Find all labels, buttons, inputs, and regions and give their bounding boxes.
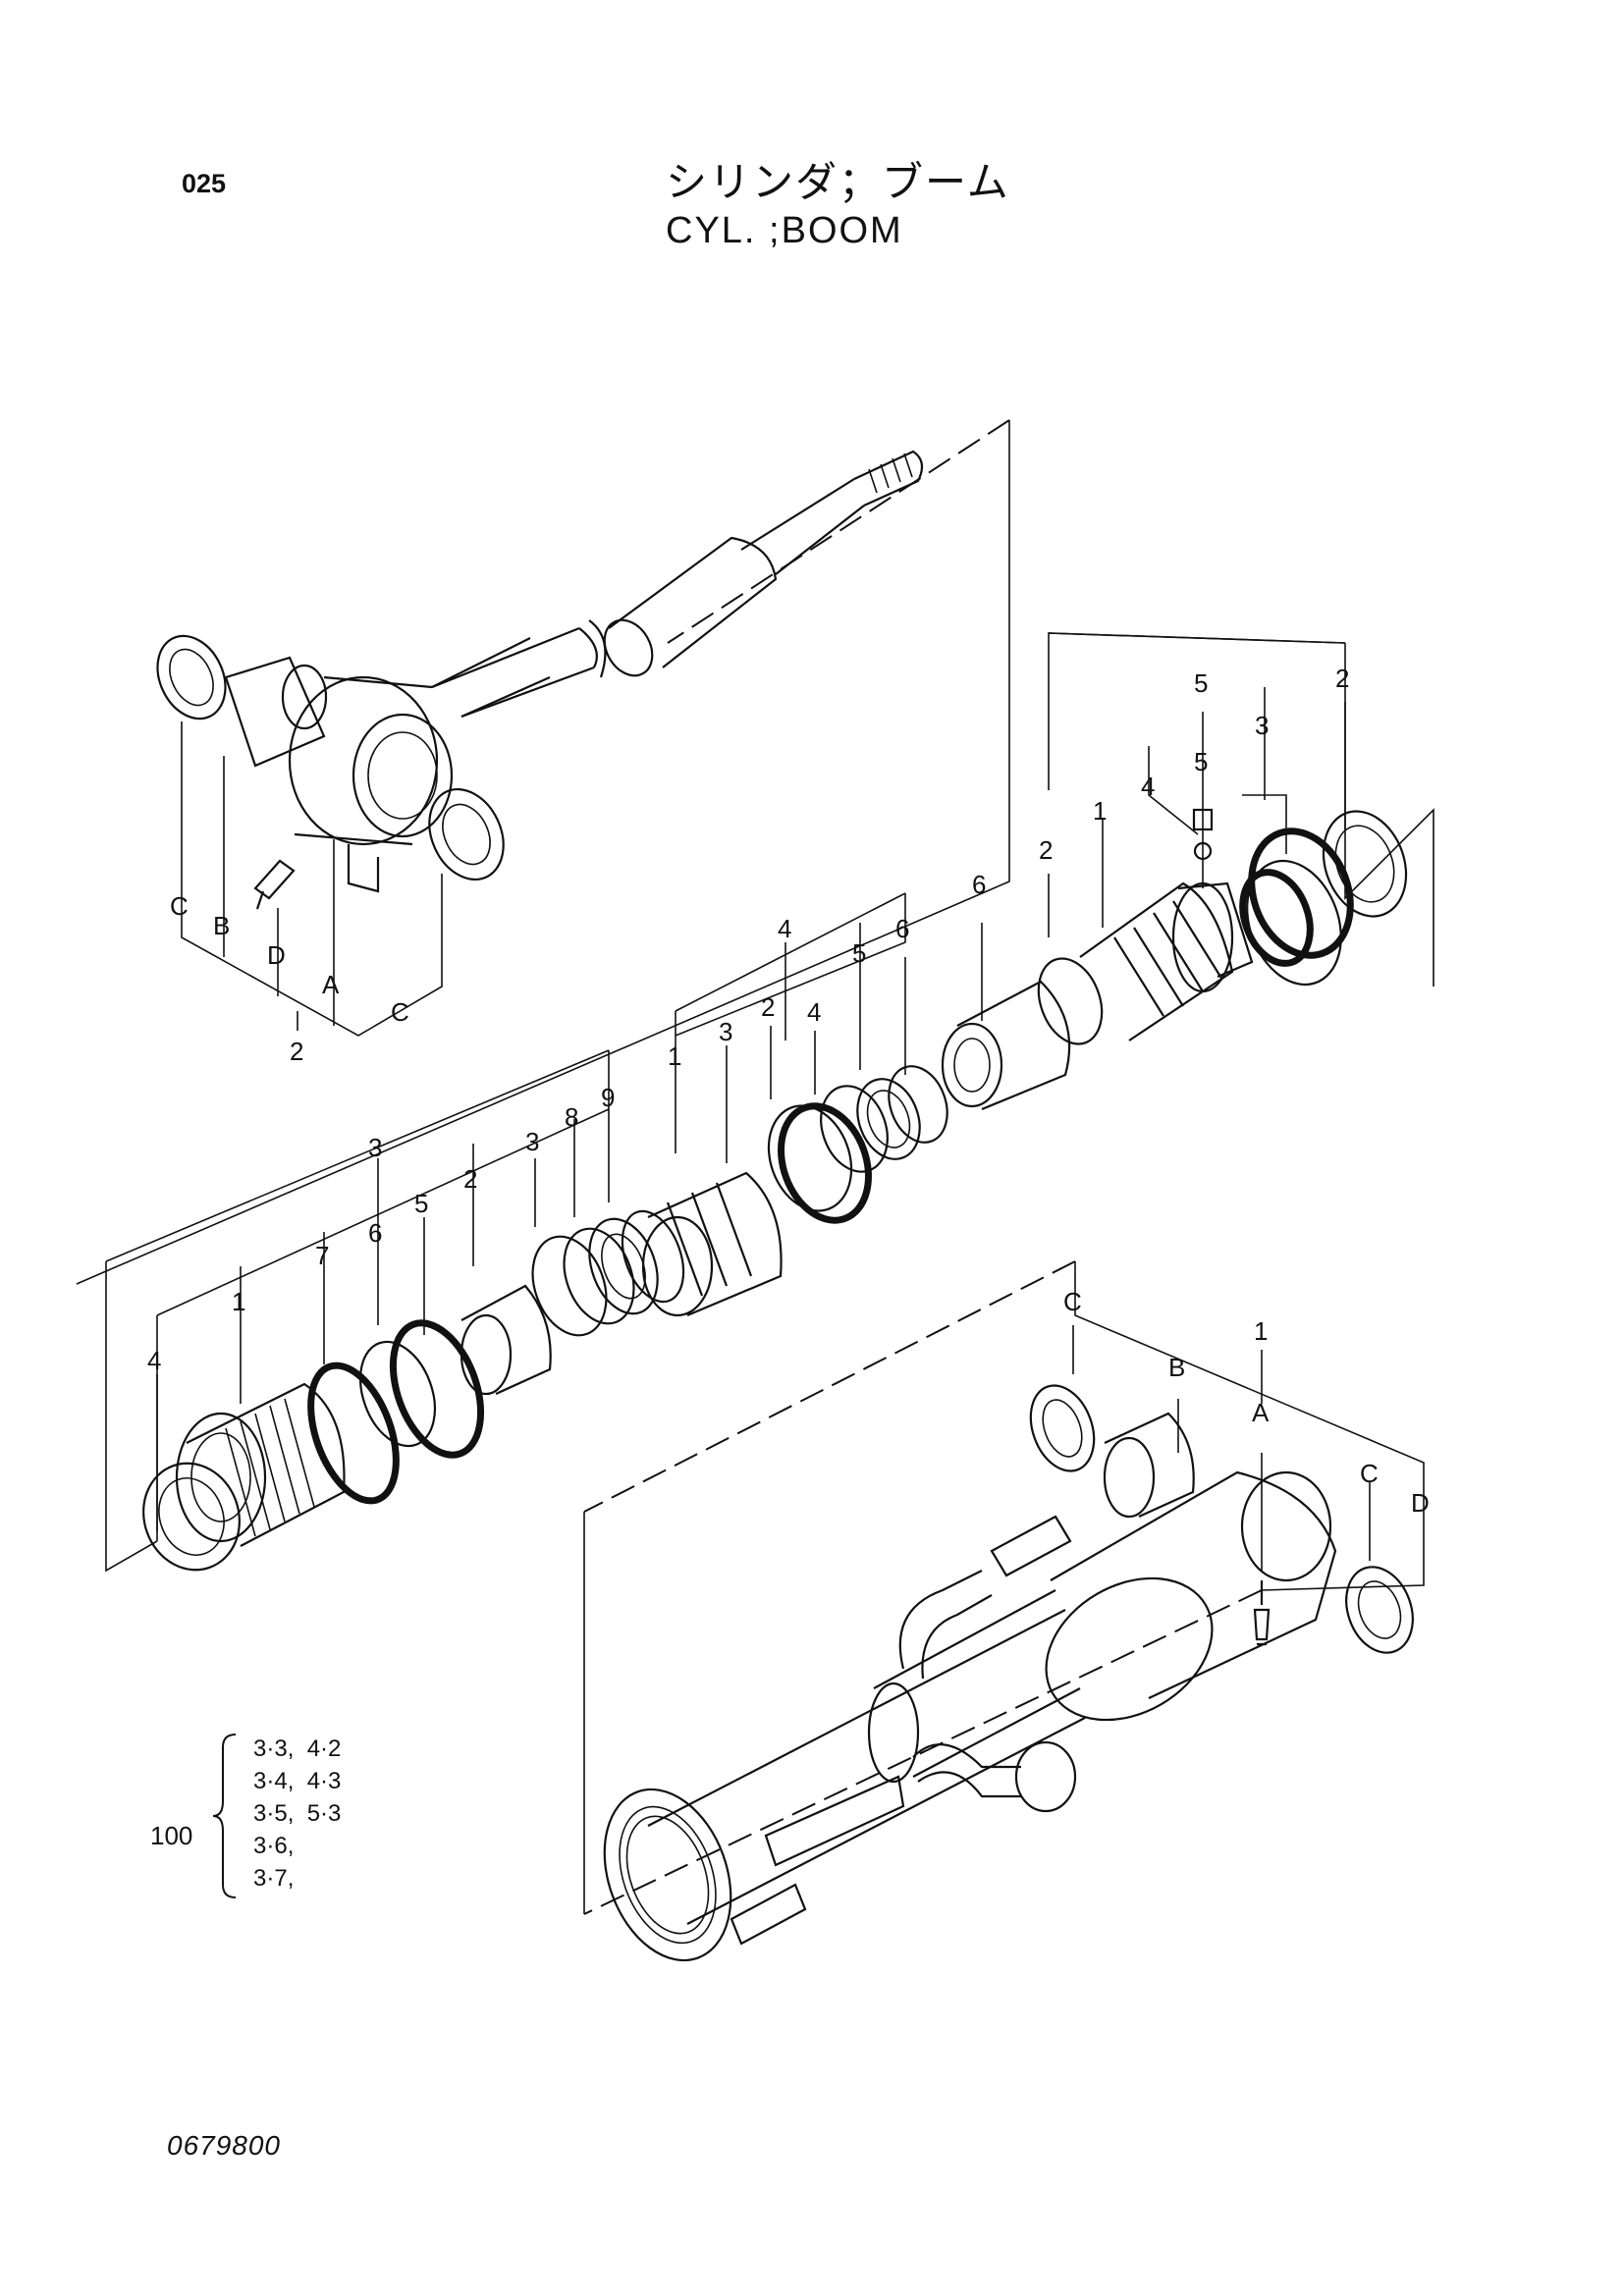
tube-label-1: 1	[1254, 1316, 1268, 1346]
title-english: CYL. ;BOOM	[666, 210, 903, 251]
rod-label-2: 2	[290, 1037, 303, 1066]
rod-label-B: B	[213, 911, 230, 940]
gland-label-5: 5	[852, 938, 866, 968]
head-label-6: 6	[368, 1218, 382, 1248]
gland-bushing-assembly	[641, 892, 948, 1317]
tube-label-D: D	[1411, 1488, 1430, 1518]
rod-label-C-left: C	[170, 891, 189, 921]
gland-label-3: 3	[719, 1017, 732, 1046]
gland-label-4: 4	[807, 997, 821, 1027]
seal-kit-list: 3·3, 4·2 3·4, 4·3 3·5, 5·3 3·6, 3·7,	[253, 1733, 341, 1895]
kit-brace	[212, 1734, 237, 1898]
piston-rod-assembly	[76, 419, 1010, 1285]
gland-label-6: 6	[895, 914, 909, 943]
tube-label-C-right: C	[1360, 1459, 1379, 1488]
piston-label-4: 4	[1141, 772, 1155, 801]
piston-label-3: 3	[1255, 711, 1269, 740]
gland-label-2: 2	[761, 992, 775, 1022]
tube-label-C-left: C	[1063, 1287, 1082, 1316]
piston-assembly	[941, 632, 1434, 1111]
head-label-3-top: 3	[368, 1133, 382, 1162]
gland-label-1: 1	[668, 1041, 681, 1071]
seal-kit-number: 100	[150, 1821, 193, 1850]
piston-label-5: 5	[1194, 747, 1208, 776]
rod-label-D: D	[267, 940, 286, 970]
title-japanese: シリンダ；ブーム	[666, 159, 1010, 205]
kit-item: 3·3, 4·2	[253, 1735, 342, 1762]
head-label-3: 3	[525, 1127, 539, 1156]
kit-item: 3·6,	[253, 1833, 295, 1859]
cylinder-head-assembly	[105, 1049, 685, 1573]
head-label-7: 7	[315, 1241, 329, 1270]
piston-label-1: 1	[1093, 796, 1107, 826]
gland-label-4-top: 4	[778, 914, 791, 943]
head-label-9: 9	[601, 1083, 615, 1112]
kit-item: 3·7,	[253, 1865, 295, 1892]
piston-label-2-left: 2	[1039, 835, 1053, 865]
tube-label-A: A	[1252, 1398, 1270, 1427]
head-label-4: 4	[147, 1346, 161, 1375]
cylinder-tube-assembly	[583, 1260, 1425, 1962]
drawing-number: 0679800	[167, 2130, 282, 2161]
kit-item: 3·4, 4·3	[253, 1768, 342, 1794]
page-number: 025	[182, 169, 227, 198]
piston-label-2-right: 2	[1335, 664, 1349, 693]
kit-item: 3·5, 5·3	[253, 1800, 342, 1827]
rod-label-C-right: C	[391, 997, 409, 1027]
tube-label-B: B	[1168, 1353, 1185, 1382]
head-label-1: 1	[232, 1287, 245, 1316]
piston-label-5-top: 5	[1194, 668, 1208, 698]
head-label-8: 8	[565, 1102, 578, 1132]
head-label-5: 5	[414, 1189, 428, 1218]
head-label-2: 2	[463, 1164, 477, 1194]
rod-label-A: A	[322, 970, 340, 999]
piston-label-6: 6	[972, 870, 986, 899]
